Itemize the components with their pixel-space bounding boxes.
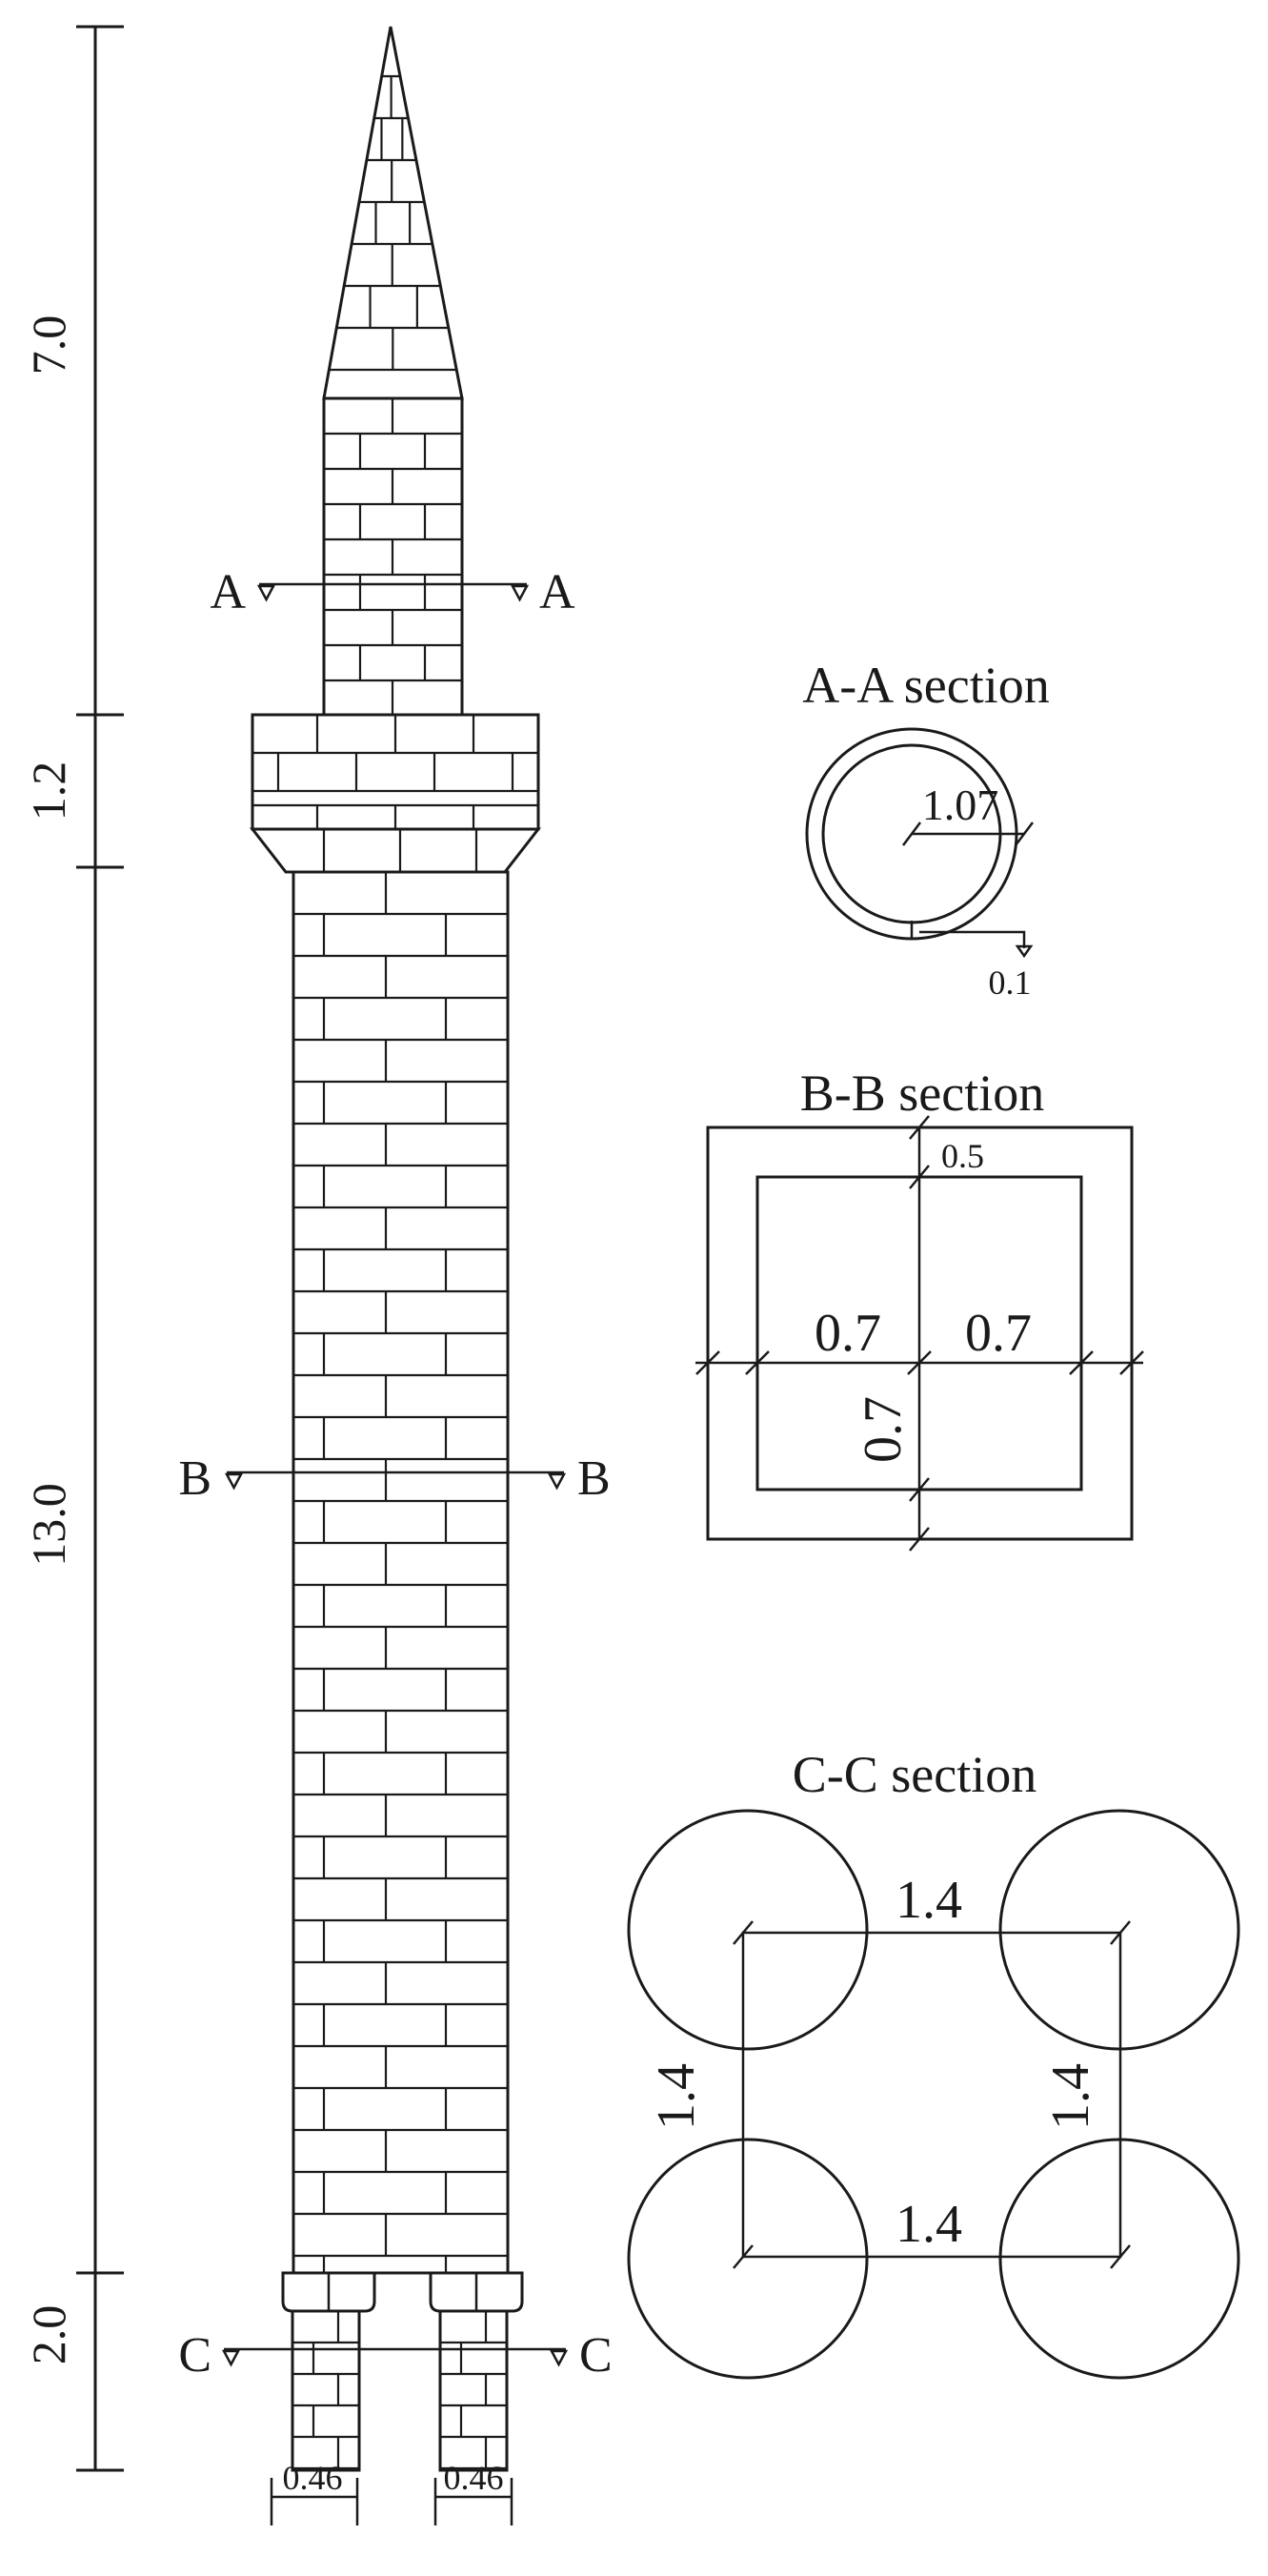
cut-line-a: A A xyxy=(210,565,575,619)
cut-arrow xyxy=(221,2349,241,2367)
dim-tick xyxy=(909,1477,930,1502)
cut-label-c-right: C xyxy=(579,2328,613,2383)
height-label-spire: 7.0 xyxy=(22,315,75,375)
base-width-dimension-left: 0.46 xyxy=(270,2459,359,2525)
section-c-left: 1.4 xyxy=(647,2063,706,2130)
cut-line-b: B B xyxy=(178,1451,610,1506)
thickness-arrow xyxy=(1015,944,1034,959)
dim-tick xyxy=(1110,2244,1131,2269)
cut-label-b-left: B xyxy=(178,1451,211,1506)
height-label-balcony: 1.2 xyxy=(22,761,75,821)
dim-tick xyxy=(1069,1350,1094,1375)
spire-bricks xyxy=(329,74,457,372)
section-a-radius: 1.07 xyxy=(922,781,999,829)
height-dimension: 7.0 1.2 13.0 2.0 xyxy=(22,25,124,2472)
balcony-corbel xyxy=(249,827,542,874)
base-leg-right xyxy=(438,2309,509,2472)
base-width-left: 0.46 xyxy=(283,2459,343,2497)
leg-bricks xyxy=(292,2311,507,2470)
cut-label-c-left: C xyxy=(178,2328,211,2383)
section-b-height-half: 0.7 xyxy=(854,1396,913,1463)
cut-arrow xyxy=(510,584,530,602)
thickness-leader xyxy=(919,930,1026,948)
section-b-left-half: 0.7 xyxy=(815,1304,881,1363)
dim-tick xyxy=(907,1350,932,1375)
balcony-bricks xyxy=(252,715,538,872)
cut-arrow xyxy=(224,1472,244,1491)
dim-tick xyxy=(909,1527,930,1552)
cut-label-a-left: A xyxy=(210,565,246,619)
dim-tick xyxy=(909,1165,930,1189)
dim-tick xyxy=(733,2244,754,2269)
minaret-elevation: A A B B C C 0.46 0.46 xyxy=(178,26,613,2525)
base-cap-left xyxy=(281,2271,376,2313)
section-b-b: B-B section 0.5 0.7 0.7 0.7 xyxy=(695,1065,1144,1552)
radius-tick xyxy=(902,821,921,846)
section-a-a: A-A section 1.07 0.1 xyxy=(802,657,1049,1002)
cut-label-b-right: B xyxy=(577,1451,611,1506)
cut-line-c: C C xyxy=(178,2328,612,2383)
section-a-thickness: 0.1 xyxy=(989,963,1032,1002)
section-b-title: B-B section xyxy=(800,1065,1044,1122)
dim-tick xyxy=(733,1920,754,1945)
section-c-c: C-C section 1.4 1.4 1.4 1.4 xyxy=(627,1746,1240,2380)
cut-label-a-right: A xyxy=(539,565,575,619)
cut-arrow xyxy=(549,2349,569,2367)
dim-tick xyxy=(745,1350,770,1375)
pile-bottom-left xyxy=(627,2138,869,2380)
base-width-dimension-right: 0.46 xyxy=(433,2459,513,2525)
base-width-right: 0.46 xyxy=(444,2459,504,2497)
main-shaft xyxy=(292,870,510,2275)
shaft-bricks xyxy=(293,872,508,2273)
section-c-centerline-square xyxy=(741,1931,1122,2259)
dim-tick xyxy=(1119,1350,1144,1375)
dim-tick xyxy=(1110,1920,1131,1945)
section-a-title: A-A section xyxy=(802,657,1049,714)
height-label-shaft: 13.0 xyxy=(22,1483,75,1567)
section-b-right-half: 0.7 xyxy=(965,1304,1032,1363)
base-leg-left xyxy=(291,2309,361,2472)
section-c-top: 1.4 xyxy=(896,1871,962,1930)
pile-top-left xyxy=(627,1809,869,2051)
base-cap-right xyxy=(429,2271,524,2313)
dim-tick xyxy=(695,1350,720,1375)
section-c-title: C-C section xyxy=(793,1746,1037,1803)
upper-bricks xyxy=(324,398,462,715)
cut-arrow xyxy=(547,1472,567,1491)
cut-arrow xyxy=(256,584,276,602)
radius-tick xyxy=(1015,821,1034,846)
dim-tick xyxy=(909,1115,930,1140)
section-c-bottom: 1.4 xyxy=(896,2195,962,2254)
height-label-base: 2.0 xyxy=(22,2305,75,2365)
section-c-right: 1.4 xyxy=(1041,2063,1100,2130)
section-b-wall: 0.5 xyxy=(941,1137,984,1175)
